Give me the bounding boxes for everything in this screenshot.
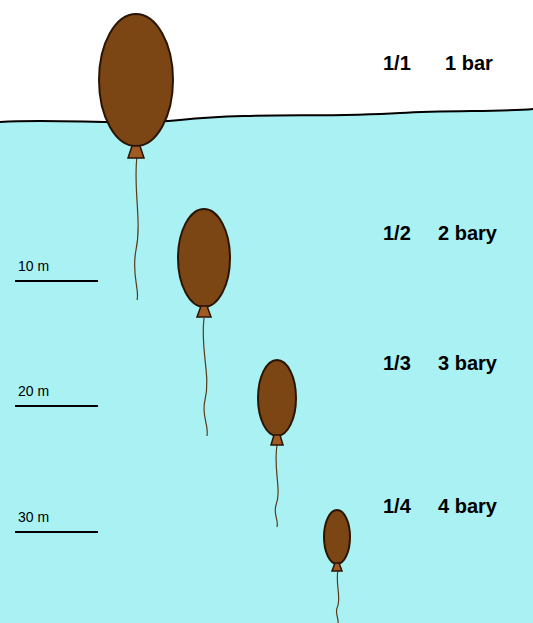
- pressure-label: 1/3: [383, 352, 411, 375]
- depth-mark: [15, 531, 98, 533]
- balloon-string: [275, 445, 278, 527]
- pressure-label: 3 bary: [438, 352, 497, 375]
- depth-mark: [15, 405, 98, 407]
- balloon-string: [134, 156, 138, 300]
- pressure-label: 1/2: [383, 222, 411, 245]
- balloon: [178, 209, 230, 307]
- balloon-knot: [128, 146, 144, 158]
- balloon-string: [336, 570, 338, 623]
- balloon-string: [203, 318, 207, 436]
- balloon: [99, 14, 173, 146]
- pressure-label: 2 bary: [438, 222, 497, 245]
- pressure-label: 1/4: [383, 495, 411, 518]
- balloon: [324, 510, 350, 564]
- balloon-knot: [197, 306, 211, 317]
- pressure-label: 1/1: [383, 52, 411, 75]
- pressure-label: 4 bary: [438, 495, 497, 518]
- water: [0, 109, 533, 623]
- balloon-knot: [332, 563, 342, 571]
- depth-label: 10 m: [18, 258, 49, 274]
- depth-label: 30 m: [18, 509, 49, 525]
- depth-label: 20 m: [18, 383, 49, 399]
- balloon: [258, 360, 296, 436]
- pressure-label: 1 bar: [445, 52, 493, 75]
- water-surface: [0, 109, 533, 122]
- balloon-knot: [271, 435, 283, 445]
- depth-mark: [15, 280, 98, 282]
